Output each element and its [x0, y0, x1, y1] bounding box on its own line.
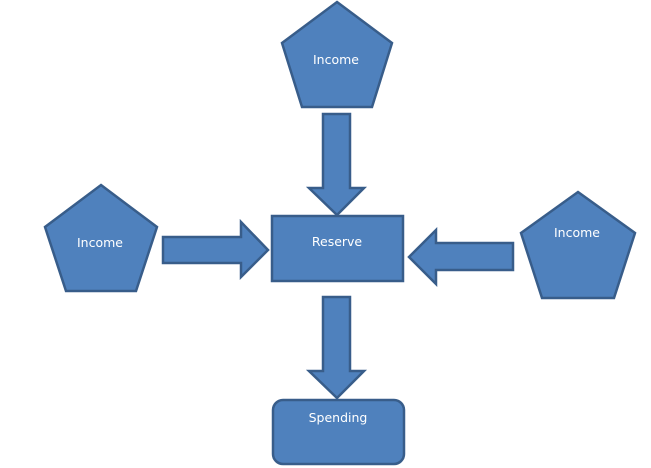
- income-top-label: Income: [313, 52, 359, 67]
- pentagon-shape: [43, 183, 159, 293]
- income-node-right[interactable]: Income: [519, 190, 637, 300]
- spending-node[interactable]: Spending: [271, 398, 406, 466]
- reserve-label: Reserve: [312, 234, 363, 249]
- income-right-label: Income: [554, 225, 600, 240]
- reserve-node[interactable]: Reserve: [270, 214, 405, 283]
- pentagon-shape: [280, 0, 394, 109]
- pentagon-shape: [519, 190, 637, 300]
- spending-rect: [271, 398, 406, 466]
- income-left-label: Income: [77, 235, 123, 250]
- arrow-down-icon: [305, 112, 368, 217]
- income-node-left[interactable]: Income: [43, 183, 159, 293]
- arrow-left-icon: [407, 226, 515, 288]
- income-node-top[interactable]: Income: [280, 0, 394, 109]
- spending-label: Spending: [309, 410, 368, 425]
- arrow-down-icon: [305, 295, 368, 400]
- reserve-rect: [270, 214, 405, 283]
- arrow-right-icon: [161, 218, 270, 281]
